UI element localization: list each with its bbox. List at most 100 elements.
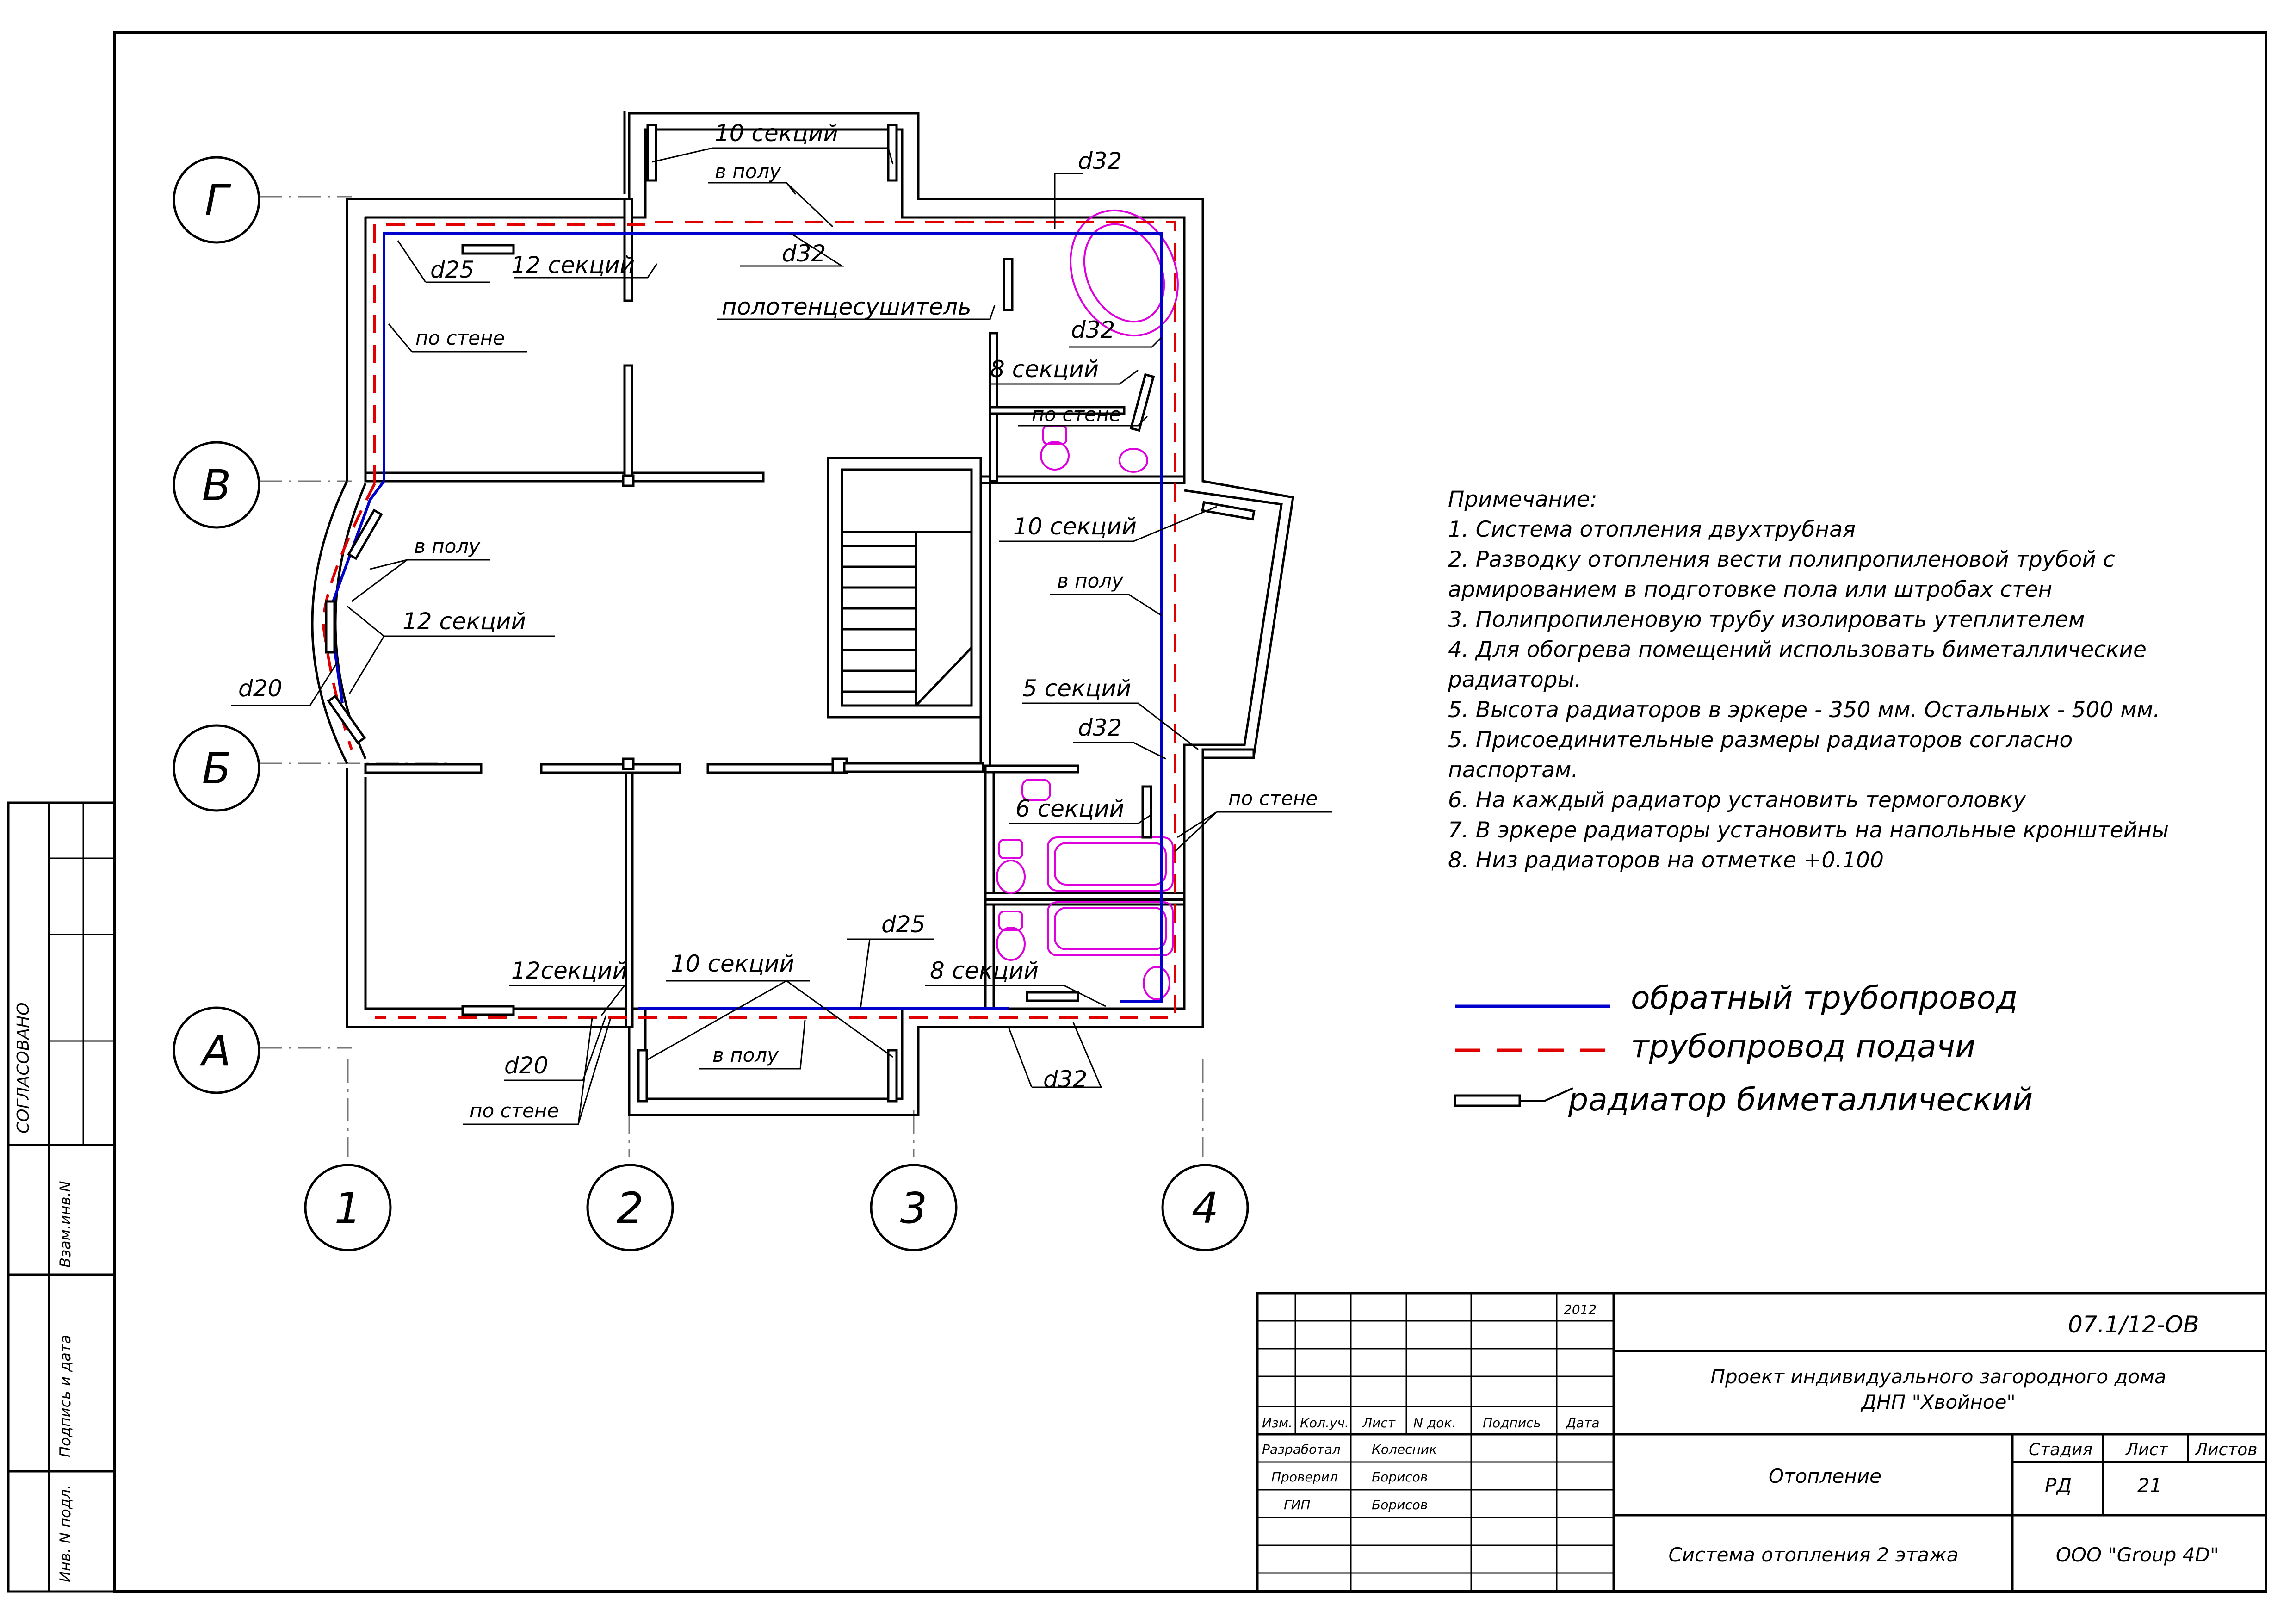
notes-title: Примечание:: [1448, 487, 1597, 512]
label-wall-left-top: по стене: [415, 327, 505, 349]
axis-bubble-a: [173, 1006, 260, 1094]
notes-line-5: 4. Для обогрева помещений использовать б…: [1448, 637, 2147, 663]
axis-label-v: В: [202, 461, 231, 510]
label-sec5-right: 5 секций: [1022, 675, 1131, 702]
axis-bubble-v: [173, 441, 260, 529]
title-block-text: 2012 07.1/12-ОВ Проект индивидуального з…: [1262, 1302, 2257, 1566]
leader-lines: [231, 147, 1332, 1125]
label-wall-right-lower: по стене: [1228, 787, 1318, 810]
legend-radiator-swatch: [1454, 1094, 1521, 1107]
plan-labels: 10 секций в полу d32 d32 d25 12 секций п…: [238, 120, 1318, 1122]
notes-block: Примечание: 1. Система отопления двухтру…: [1448, 487, 2169, 873]
axis-label-a: А: [200, 1026, 231, 1076]
tb-section: Отопление: [1769, 1465, 1881, 1487]
tb-hdr-izm: Изм.: [1262, 1415, 1293, 1431]
label-wall-right-upper: по стене: [1032, 403, 1121, 426]
label-floor-right: в полу: [1057, 570, 1124, 592]
sink-mid: [1021, 779, 1051, 801]
radiator-bay-2: [325, 600, 336, 654]
radiator-towel: [1003, 258, 1014, 311]
sink-upper: [1119, 448, 1148, 473]
plumbing-fixtures: [996, 209, 1179, 1000]
toilet-mid: [998, 839, 1023, 859]
radiator-bottom-2: [637, 1049, 648, 1103]
notes-line-11: 7. В эркере радиаторы установить на напо…: [1448, 818, 2169, 843]
notes-line-3: армированием в подготовке пола или штроб…: [1448, 577, 2052, 602]
legend: обратный трубопровод трубопровод подачи …: [1454, 980, 2033, 1118]
notes-line-1: 1. Система отопления двухтрубная: [1448, 517, 1856, 542]
axis-bubble-b: [173, 724, 260, 812]
radiator-bottom-3: [887, 1049, 898, 1103]
label-sec10-top: 10 секций: [715, 120, 838, 147]
supply-pipe: [322, 221, 1176, 1019]
axis-label-3: 3: [900, 1183, 928, 1233]
label-floor-bottom: в полу: [712, 1044, 779, 1066]
radiator-right-6: [1141, 785, 1152, 839]
axis-label-1: 1: [334, 1183, 362, 1233]
radiators: [325, 124, 1256, 1103]
tb-name-dev: Колесник: [1372, 1442, 1437, 1457]
notes-line-4: 3. Полипропиленовую трубу изолировать ут…: [1448, 607, 2085, 632]
legend-radiator-label: радиатор биметаллический: [1568, 1082, 2033, 1118]
tb-year: 2012: [1564, 1302, 1597, 1317]
tb-stage-hdr: Стадия: [2029, 1440, 2092, 1459]
label-sec10-bottom: 10 секций: [671, 950, 794, 977]
tb-name-gip: Борисов: [1372, 1497, 1428, 1512]
bathtub-mid: [1047, 836, 1174, 892]
tb-drawing-name: Система отопления 2 этажа: [1668, 1543, 1958, 1566]
axis-label-b: Б: [202, 744, 231, 793]
label-d32-right-upper: d32: [1071, 316, 1115, 343]
radiator-bay-3: [327, 694, 366, 744]
label-d25-top-left: d25: [430, 256, 474, 283]
sink-lower: [1143, 966, 1170, 1000]
label-d32-top-right: d32: [1078, 148, 1122, 174]
tb-code: 07.1/12-ОВ: [2068, 1311, 2199, 1338]
radiator-top-1: [646, 124, 657, 182]
stamp-replace-inv: Взам.инв.N: [56, 1181, 74, 1268]
radiator-bay-1: [347, 508, 383, 560]
notes-line-9: паспортам.: [1448, 757, 1578, 783]
tb-hdr-podpis: Подпись: [1483, 1415, 1541, 1431]
notes-line-10: 6. На каждый радиатор установить термого…: [1448, 787, 2026, 813]
tb-sheets-hdr: Листов: [2194, 1440, 2257, 1459]
axis-bubble-1: [304, 1164, 392, 1251]
tb-hdr-list: Лист: [1362, 1415, 1396, 1431]
tb-role-dev: Разработал: [1262, 1442, 1341, 1457]
radiator-top-2: [887, 124, 898, 182]
label-d20-bottom: d20: [504, 1052, 548, 1079]
side-stamp: СОГЛАСОВАНО Взам.инв.N Подпись и дата Ин…: [7, 801, 116, 1593]
label-sec12-bottom-left: 12секций: [511, 957, 627, 984]
tb-sheet-hdr: Лист: [2125, 1440, 2168, 1459]
label-sec8-right-upper: 8 секций: [990, 356, 1099, 383]
axis-bubble-3: [870, 1164, 958, 1251]
title-block: [1257, 1293, 2266, 1592]
tb-role-gip: ГИП: [1284, 1497, 1311, 1512]
radiator-bottom-8: [1026, 991, 1079, 1002]
tb-company: ООО "Group 4D": [2056, 1543, 2219, 1566]
tb-role-check: Проверил: [1271, 1469, 1338, 1485]
notes-line-7: 5. Высота радиаторов в эркере - 350 мм. …: [1448, 697, 2160, 723]
toilet-lower: [998, 911, 1023, 931]
tb-name-check: Борисов: [1372, 1469, 1428, 1485]
axis-bubble-g: [173, 156, 260, 244]
axis-label-g: Г: [204, 176, 231, 225]
radiator-right-8a: [1129, 373, 1155, 432]
label-d25-bottom: d25: [881, 911, 925, 938]
stamp-sign-date: Подпись и дата: [56, 1335, 74, 1457]
label-d20-bay: d20: [238, 675, 282, 702]
tb-project-2: ДНП "Хвойное": [1860, 1391, 2015, 1413]
bathtub-oval: [1070, 209, 1179, 337]
floor-plan-walls: [311, 111, 1294, 1116]
tb-hdr-ndoc: N док.: [1413, 1415, 1456, 1431]
label-sec12-bay: 12 секций: [402, 608, 526, 635]
stamp-approved: СОГЛАСОВАНО: [14, 1003, 33, 1134]
axis-label-2: 2: [617, 1183, 644, 1233]
bathtub-lower: [1047, 901, 1174, 956]
label-sec10-right: 10 секций: [1013, 513, 1137, 540]
notes-line-8: 5. Присоединительные размеры радиаторов …: [1448, 727, 2073, 753]
tb-stage: РД: [2045, 1474, 2072, 1497]
legend-supply-label: трубопровод подачи: [1631, 1028, 1975, 1065]
label-sec12-top-left: 12 секций: [511, 252, 635, 279]
notes-line-12: 8. Низ радиаторов на отметке +0.100: [1448, 848, 1884, 873]
